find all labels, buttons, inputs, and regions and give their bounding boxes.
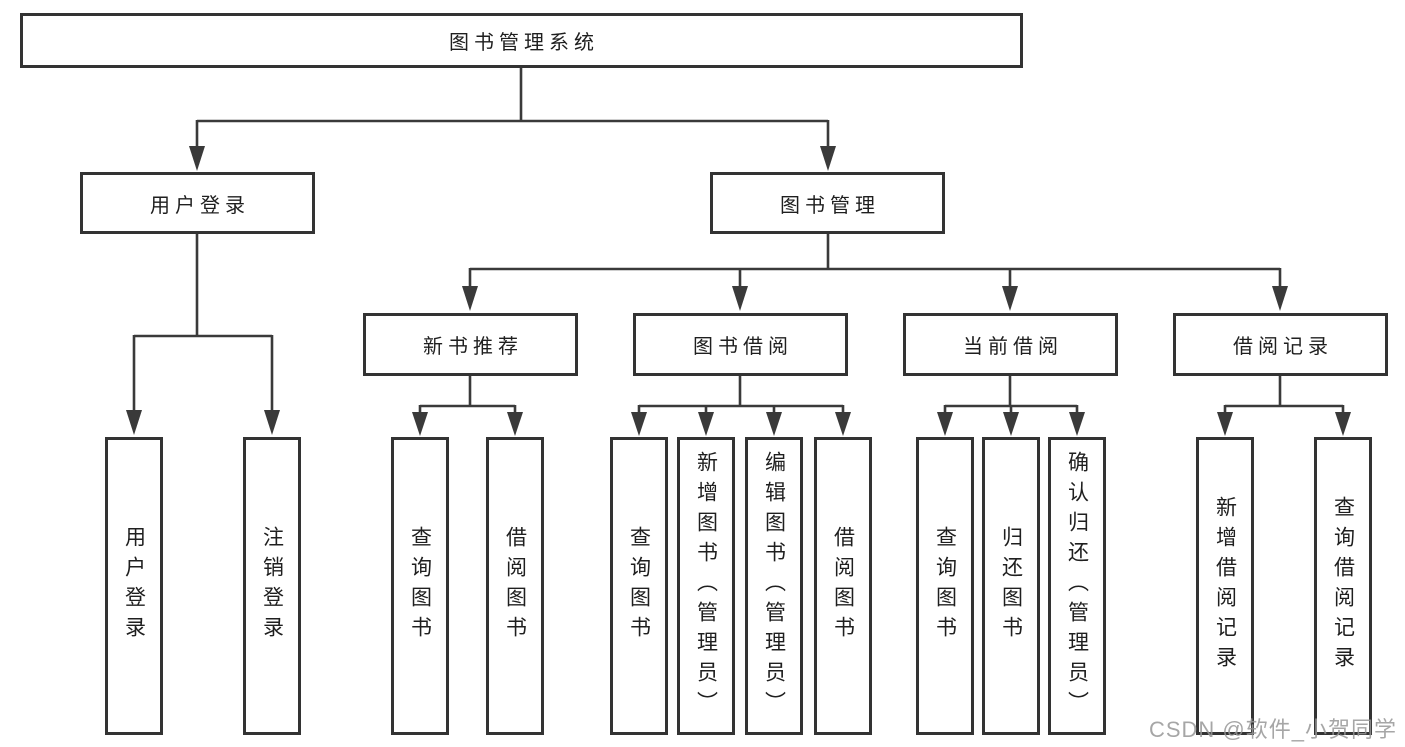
leaf-user-login: 用户登录 xyxy=(105,437,163,735)
leaf-query-books-2: 查询图书 xyxy=(610,437,668,735)
leaf-query-books-1: 查询图书 xyxy=(391,437,449,735)
node-root-system: 图书管理系统 xyxy=(20,13,1023,68)
leaf-logout: 注销登录 xyxy=(243,437,301,735)
leaf-return-book: 归还图书 xyxy=(982,437,1040,735)
node-borrow-record: 借阅记录 xyxy=(1173,313,1388,376)
leaf-add-book-admin: 新增图书（管理员） xyxy=(677,437,735,735)
arrowheads xyxy=(126,146,1351,436)
leaf-confirm-return-admin: 确认归还（管理员） xyxy=(1048,437,1106,735)
node-book-borrow: 图书借阅 xyxy=(633,313,848,376)
node-user-login: 用户登录 xyxy=(80,172,315,234)
csdn-watermark: CSDN @软件_小贺同学 xyxy=(1148,717,1397,742)
leaf-query-books-3: 查询图书 xyxy=(916,437,974,735)
node-new-book-recommend: 新书推荐 xyxy=(363,313,578,376)
node-current-borrow: 当前借阅 xyxy=(903,313,1118,376)
node-book-management: 图书管理 xyxy=(710,172,945,234)
leaf-borrow-books-1: 借阅图书 xyxy=(486,437,544,735)
leaf-add-borrow-record: 新增借阅记录 xyxy=(1196,437,1254,735)
leaf-edit-book-admin: 编辑图书（管理员） xyxy=(745,437,803,735)
leaf-query-borrow-record: 查询借阅记录 xyxy=(1314,437,1372,735)
leaf-borrow-books-2: 借阅图书 xyxy=(814,437,872,735)
